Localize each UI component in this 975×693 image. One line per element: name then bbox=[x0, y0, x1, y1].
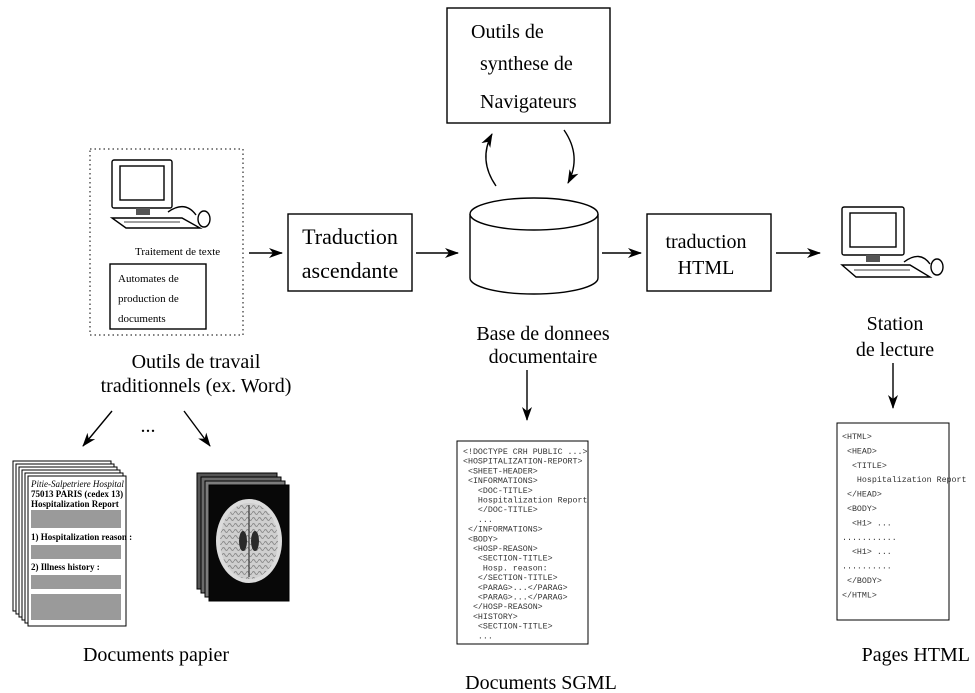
code-line: <HEAD> bbox=[842, 447, 877, 456]
station-caption-line-1: Station bbox=[867, 313, 924, 335]
database-caption-line-1: Base de donnees bbox=[476, 323, 610, 345]
code-line: Hosp. reason: bbox=[463, 564, 548, 573]
code-line: <PARAG>...</PARAG> bbox=[463, 593, 568, 603]
code-line: <DOC-TITLE> bbox=[463, 487, 533, 496]
synthesis-tools-node: Outils de synthese de Navigateurs bbox=[446, 7, 611, 124]
code-line: <HOSP-REASON> bbox=[463, 545, 538, 554]
code-line: </HEAD> bbox=[842, 490, 882, 500]
code-line: </HTML> bbox=[842, 590, 877, 600]
sgml-page bbox=[456, 440, 589, 645]
database-caption-line-2: documentaire bbox=[489, 346, 598, 368]
translation-up-box bbox=[287, 213, 413, 292]
synthesis-line-1: Outils de bbox=[471, 21, 544, 43]
synthesis-line-2: synthese de bbox=[480, 53, 573, 75]
code-line: ........... bbox=[842, 534, 897, 543]
code-line: </BODY> bbox=[842, 576, 882, 586]
mri-image-stack bbox=[196, 472, 290, 602]
translation-html-line-1: traduction bbox=[665, 231, 746, 253]
computer-icon bbox=[840, 206, 944, 278]
database-body bbox=[469, 214, 599, 295]
code-line: </SECTION-TITLE> bbox=[463, 573, 558, 583]
paper-documents: Pitie-Salpetriere Hospital 75013 PARIS (… bbox=[12, 460, 229, 666]
html-code-block: <HTML> <HEAD> <TITLE> Hospitalization Re… bbox=[842, 433, 966, 600]
hospital-address: 75013 PARIS (cedex 13) bbox=[31, 489, 123, 499]
code-line: <!DOCTYPE CRH PUBLIC ...> bbox=[463, 448, 587, 457]
code-line: <HISTORY> bbox=[463, 613, 518, 622]
editor-group: Traitement de texte Automates de product… bbox=[89, 148, 292, 437]
history-label: 2) Illness history : bbox=[31, 562, 100, 572]
report-title: Hospitalization Report bbox=[31, 499, 119, 509]
editor-caption-line-2: traditionnels (ex. Word) bbox=[101, 375, 292, 397]
editor-dotted-frame bbox=[89, 148, 244, 336]
code-line: <H1> ... bbox=[842, 548, 892, 557]
sgml-code-block: <!DOCTYPE CRH PUBLIC ...><HOSPITALIZATIO… bbox=[463, 448, 587, 641]
code-line: <H1> ... bbox=[842, 519, 892, 528]
station-caption-line-2: de lecture bbox=[856, 339, 934, 361]
reason-label: 1) Hospitalization reason : bbox=[31, 532, 132, 542]
code-line: <HTML> bbox=[842, 433, 872, 442]
code-line: .......... bbox=[842, 563, 892, 572]
arrow-synthesis-to-database bbox=[563, 129, 579, 184]
translation-html-box bbox=[646, 213, 772, 292]
translation-up-line-1: Traduction bbox=[302, 224, 398, 249]
arrow-editor-to-images bbox=[183, 410, 211, 447]
database-top bbox=[469, 197, 599, 231]
automata-line-1: Automates de bbox=[118, 273, 179, 285]
code-line: <HOSPITALIZATION-REPORT> bbox=[463, 458, 583, 467]
translation-html-line-2: HTML bbox=[678, 257, 735, 279]
code-line: <BODY> bbox=[463, 535, 498, 544]
html-page bbox=[836, 422, 950, 621]
translation-up-node: Traduction ascendante bbox=[287, 213, 413, 292]
arrow-database-to-synthesis bbox=[481, 133, 497, 187]
paper-document-front: Pitie-Salpetriere Hospital 75013 PARIS (… bbox=[27, 475, 132, 627]
automata-line-3: documents bbox=[118, 313, 166, 325]
synthesis-tools-box bbox=[446, 7, 611, 124]
arrows bbox=[82, 129, 898, 447]
ellipsis: ... bbox=[141, 415, 156, 437]
code-line: <BODY> bbox=[842, 505, 877, 514]
code-line: </HOSP-REASON> bbox=[463, 602, 543, 612]
code-line: <INFORMATIONS> bbox=[463, 477, 538, 486]
paper-documents-caption: Documents papier bbox=[83, 644, 229, 666]
code-line: </DOC-TITLE> bbox=[463, 505, 538, 515]
code-line: Hospitalization Report bbox=[842, 475, 966, 485]
code-line: <SECTION-TITLE> bbox=[463, 555, 553, 564]
database-node: Base de donnees documentaire bbox=[469, 197, 610, 368]
translation-html-node: traduction HTML bbox=[646, 213, 772, 292]
editor-caption-line-1: Outils de travail bbox=[132, 351, 261, 373]
synthesis-line-3: Navigateurs bbox=[480, 91, 577, 113]
code-line: <SHEET-HEADER> bbox=[463, 467, 538, 476]
html-document: <HTML> <HEAD> <TITLE> Hospitalization Re… bbox=[836, 422, 970, 666]
code-line: <TITLE> bbox=[842, 462, 887, 471]
code-line: Hospitalization Report bbox=[463, 496, 587, 506]
hospital-name: Pitie-Salpetriere Hospital bbox=[30, 479, 124, 489]
sgml-caption: Documents SGML bbox=[465, 672, 617, 693]
automata-box bbox=[109, 263, 207, 330]
arrow-editor-to-paper bbox=[82, 410, 113, 447]
code-line: </INFORMATIONS> bbox=[463, 525, 543, 535]
sgml-document: <!DOCTYPE CRH PUBLIC ...><HOSPITALIZATIO… bbox=[456, 440, 617, 693]
code-line: <SECTION-TITLE> bbox=[463, 623, 553, 632]
code-line: ... bbox=[463, 632, 493, 641]
reading-station-node: Station de lecture bbox=[840, 206, 944, 361]
word-processing-label: Traitement de texte bbox=[135, 246, 220, 258]
html-pages-caption: Pages HTML bbox=[862, 644, 970, 666]
code-line: <PARAG>...</PARAG> bbox=[463, 583, 568, 593]
computer-icon bbox=[109, 159, 211, 229]
code-line: ... bbox=[463, 516, 493, 525]
automata-line-2: production de bbox=[118, 293, 179, 305]
translation-up-line-2: ascendante bbox=[302, 258, 399, 283]
